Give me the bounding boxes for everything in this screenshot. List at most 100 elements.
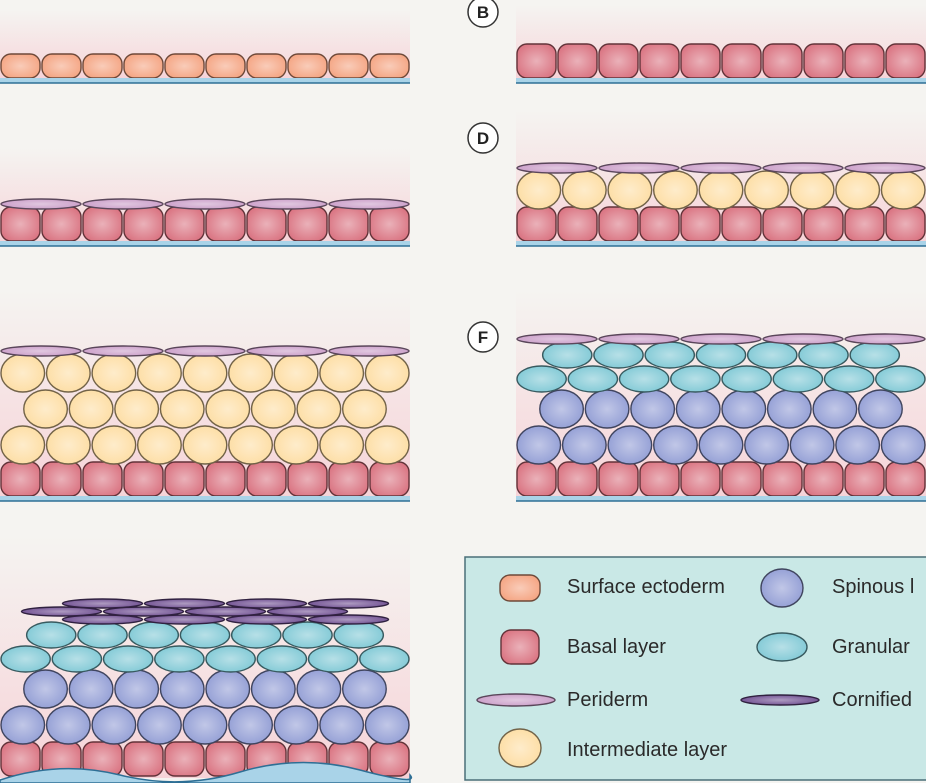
basal-cell	[205, 461, 246, 497]
intermediate-cell	[364, 425, 410, 465]
panel-d	[516, 110, 926, 247]
panel-f-layer-periderm	[516, 333, 926, 345]
granular-cell	[516, 365, 567, 393]
panel-g-layer-cornified	[61, 614, 390, 625]
basal-cell	[328, 461, 369, 497]
basal-cell	[844, 206, 885, 242]
periderm-cell	[82, 198, 164, 210]
intermediate-cell	[136, 353, 182, 393]
basal-cell	[721, 461, 762, 497]
spinous-cell	[250, 669, 296, 709]
spinous-cell	[652, 425, 698, 465]
basal-cell	[844, 461, 885, 497]
spinous-cell	[835, 425, 881, 465]
periderm-cell	[246, 345, 328, 357]
panel-g-layer-spinous	[0, 705, 410, 745]
legend-intermediate-swatch	[498, 728, 542, 768]
basal-cell	[557, 206, 598, 242]
basal-cell	[246, 461, 287, 497]
cornified-cell	[20, 606, 103, 617]
basal-cell	[680, 206, 721, 242]
granular-cell	[849, 341, 901, 369]
panels-group	[0, 5, 926, 783]
spinous-cell	[45, 705, 91, 745]
panel-labels: B D F	[467, 0, 499, 353]
basal-cell	[123, 741, 164, 777]
panel-c-basement-membrane	[0, 241, 410, 246]
legend-label-intermediate-layer: Intermediate layer	[567, 739, 727, 761]
panel-b-layer-basal	[516, 43, 926, 79]
intermediate-cell	[136, 425, 182, 465]
spinous-cell	[630, 389, 676, 429]
intermediate-cell	[652, 170, 698, 210]
legend-label-cornified-layer: Cornified	[832, 689, 912, 711]
periderm-cell	[598, 162, 680, 174]
panel-g-layer-cornified	[20, 606, 349, 617]
basal-cell	[516, 43, 557, 79]
legend-box: Surface ectoderm Basal layer Periderm In…	[464, 556, 926, 781]
panel-g-basement-membrane	[0, 761, 413, 783]
panel-label-b: B	[467, 0, 499, 28]
panel-e	[0, 290, 410, 502]
legend-granular-swatch	[756, 632, 808, 662]
basal-cell	[205, 741, 246, 777]
surface-ectoderm-cell	[82, 53, 123, 79]
basal-cell	[164, 206, 205, 242]
granular-cell	[721, 365, 772, 393]
spinous-cell	[675, 389, 721, 429]
panel-label-f-circle	[467, 321, 499, 353]
basal-cell	[557, 43, 598, 79]
periderm-cell	[164, 198, 246, 210]
intermediate-cell	[45, 425, 91, 465]
intermediate-cell	[228, 353, 274, 393]
panel-e-layer-periderm	[0, 345, 410, 357]
legend-label-basal-layer: Basal layer	[567, 636, 666, 658]
panel-f-layer-granular	[516, 365, 926, 393]
intermediate-cell	[880, 170, 926, 210]
basal-cell	[721, 43, 762, 79]
panel-g-layer-granular	[0, 645, 410, 673]
spinous-cell	[114, 669, 160, 709]
panel-f	[516, 290, 926, 502]
granular-cell	[154, 645, 205, 673]
panel-a	[0, 10, 410, 84]
basal-cell	[885, 43, 926, 79]
panel-label-f: F	[467, 321, 499, 353]
basal-cell	[516, 461, 557, 497]
intermediate-cell	[698, 170, 744, 210]
cornified-cell	[143, 598, 226, 609]
intermediate-cell	[607, 170, 653, 210]
basal-cell	[287, 461, 328, 497]
granular-cell	[0, 645, 51, 673]
spinous-cell	[584, 389, 630, 429]
spinous-cell	[91, 705, 137, 745]
spinous-cell	[296, 669, 342, 709]
granular-cell	[102, 645, 154, 673]
granular-cell	[359, 645, 410, 673]
basal-cell	[205, 206, 246, 242]
periderm-cell	[246, 198, 328, 210]
panel-b	[516, 5, 926, 84]
legend-label-surface-ectoderm: Surface ectoderm	[567, 576, 725, 598]
legend-background	[464, 556, 926, 781]
spinous-cell	[68, 669, 114, 709]
legend-label-spinous-layer: Spinous l	[832, 576, 914, 598]
periderm-cell	[164, 345, 246, 357]
surface-ectoderm-cell	[123, 53, 164, 79]
spinous-cell	[0, 705, 46, 745]
cornified-cell	[143, 614, 226, 625]
spinous-cell	[364, 705, 410, 745]
cornified-cell	[102, 606, 185, 617]
panel-label-b-text: B	[477, 3, 489, 22]
panel-f-basement-membrane	[516, 496, 926, 501]
intermediate-cell	[91, 353, 137, 393]
spinous-cell	[812, 389, 858, 429]
basal-cell	[164, 741, 205, 777]
granular-cell	[51, 645, 103, 673]
basal-cell	[803, 206, 844, 242]
periderm-cell	[844, 333, 926, 345]
surface-ectoderm-cell	[0, 53, 41, 79]
periderm-cell	[328, 345, 410, 357]
panel-e-layer-intermediate	[23, 389, 387, 429]
